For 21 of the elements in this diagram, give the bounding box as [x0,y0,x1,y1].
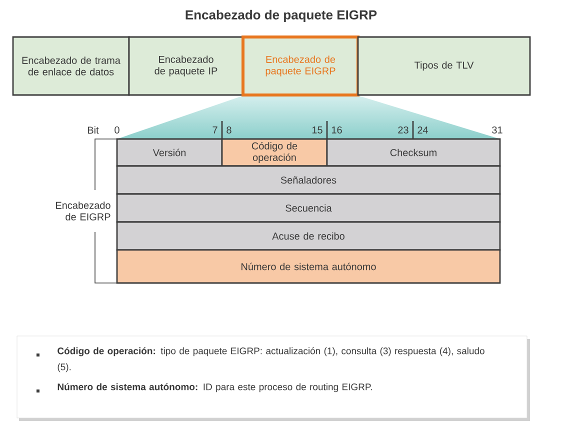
packet-field-box: Encabezado de trama de enlace de datos [12,36,130,96]
header-field-box: Acuse de recibo [116,221,501,251]
bit-number: 15 [312,126,322,134]
bit-number: 0 [114,126,120,134]
header-field-box: Versión [116,138,223,167]
bit-number: 8 [226,126,232,134]
header-field-box: Número de sistema autónomo [116,249,501,284]
header-field-box: Checksum [326,138,501,167]
title: Encabezado de paquete EIGRP [186,10,377,22]
note-text: Número de sistema autónomo: ID para este proceso de routing EIGRP. [58,383,372,392]
header-field-box: Secuencia [116,193,501,223]
bit-number: 16 [332,126,342,134]
packet-field-box: Encabezado de paquete IP [128,36,244,96]
bit-number: 7 [212,126,218,134]
highlighted-field-box: Encabezado de paquete EIGRP [242,36,360,96]
bracket-label: Encabezado de EIGRP [56,202,110,220]
bit-number: Bit [88,126,99,134]
bit-number: 31 [492,126,502,134]
header-field-box: Código de operación [221,138,328,167]
note-text: Código de operación: tipo de paquete EIGRP: actualización (1), consulta (3) respuesta (4), saludo (5). [58,347,484,372]
packet-field-box: Tipos de TLV [357,36,531,96]
